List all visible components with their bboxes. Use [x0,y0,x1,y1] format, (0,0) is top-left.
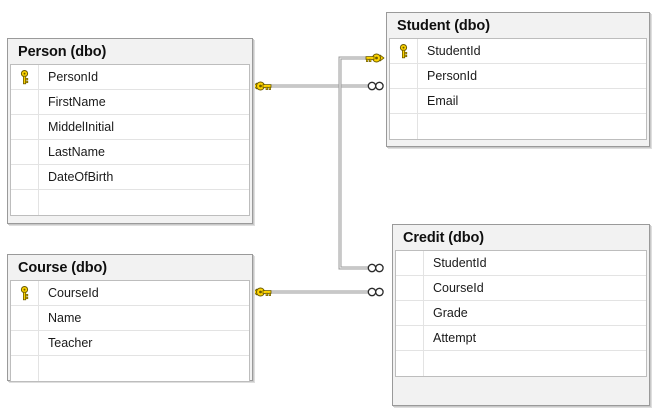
entity-columns-student: StudentId PersonId Email [389,38,647,140]
pk-gutter [11,331,39,355]
pk-gutter [396,251,424,275]
pk-gutter [396,301,424,325]
table-row-empty[interactable] [11,356,249,381]
table-row[interactable]: CourseId [396,276,646,301]
table-row[interactable]: StudentId [390,39,646,64]
column-name: StudentId [427,44,481,58]
relationship-key-icon-course [252,284,272,300]
table-row[interactable]: FirstName [11,90,249,115]
pk-gutter [390,64,418,88]
column-name: StudentId [433,256,487,270]
entity-title-credit: Credit (dbo) [403,230,484,246]
table-row[interactable]: StudentId [396,251,646,276]
table-row[interactable]: LastName [11,140,249,165]
entity-columns-course: CourseId Name Teacher [10,280,250,382]
relationship-many-icon-credit-courseid [366,285,386,299]
table-row[interactable]: Email [390,89,646,114]
pk-gutter [11,140,39,164]
entity-table-person[interactable]: Person (dbo) PersonId FirstName [7,38,253,224]
primary-key-icon [399,43,408,58]
pk-gutter [11,281,39,305]
table-row[interactable]: Name [11,306,249,331]
primary-key-icon [20,285,29,300]
table-row[interactable]: Attempt [396,326,646,351]
pk-gutter [11,115,39,139]
entity-table-course[interactable]: Course (dbo) CourseId Name [7,254,253,382]
entity-title-student: Student (dbo) [397,18,490,34]
column-name: DateOfBirth [48,170,114,184]
table-row[interactable]: Grade [396,301,646,326]
entity-table-credit[interactable]: Credit (dbo) StudentId CourseId Grade At… [392,224,650,406]
column-name: Teacher [48,336,93,350]
column-name: Attempt [433,331,477,345]
column-name: CourseId [48,286,99,300]
pk-gutter [390,89,418,113]
table-row[interactable]: PersonId [390,64,646,89]
relationship-key-icon-student [365,50,385,66]
pk-gutter [11,356,39,381]
column-name: FirstName [48,95,106,109]
column-name: CourseId [433,281,484,295]
entity-title-course: Course (dbo) [18,260,108,276]
relationship-many-icon-credit-studentid [366,261,386,275]
column-name: Email [427,94,459,108]
pk-gutter [390,114,418,139]
pk-gutter [11,90,39,114]
table-row[interactable]: CourseId [11,281,249,306]
relationship-many-icon-student-personid [366,79,386,93]
primary-key-icon [20,69,29,84]
pk-gutter [396,326,424,350]
column-name: Name [48,311,82,325]
table-row-empty[interactable] [396,351,646,376]
pk-gutter [390,39,418,63]
pk-gutter [11,190,39,215]
column-name: LastName [48,145,105,159]
column-name: Grade [433,306,468,320]
column-name: PersonId [48,70,99,84]
table-row[interactable]: DateOfBirth [11,165,249,190]
entity-title-person: Person (dbo) [18,44,107,60]
column-name: PersonId [427,69,478,83]
relationship-key-icon-person [252,78,272,94]
table-row-empty[interactable] [11,190,249,215]
table-row-empty[interactable] [390,114,646,139]
table-row[interactable]: MiddelInitial [11,115,249,140]
pk-gutter [11,306,39,330]
pk-gutter [396,276,424,300]
pk-gutter [11,65,39,89]
column-name: MiddelInitial [48,120,115,134]
entity-columns-credit: StudentId CourseId Grade Attempt [395,250,647,377]
entity-table-student[interactable]: Student (dbo) StudentId PersonId [386,12,650,147]
table-row[interactable]: Teacher [11,331,249,356]
table-row[interactable]: PersonId [11,65,249,90]
pk-gutter [11,165,39,189]
pk-gutter [396,351,424,376]
entity-columns-person: PersonId FirstName MiddelInitial LastNam… [10,64,250,216]
